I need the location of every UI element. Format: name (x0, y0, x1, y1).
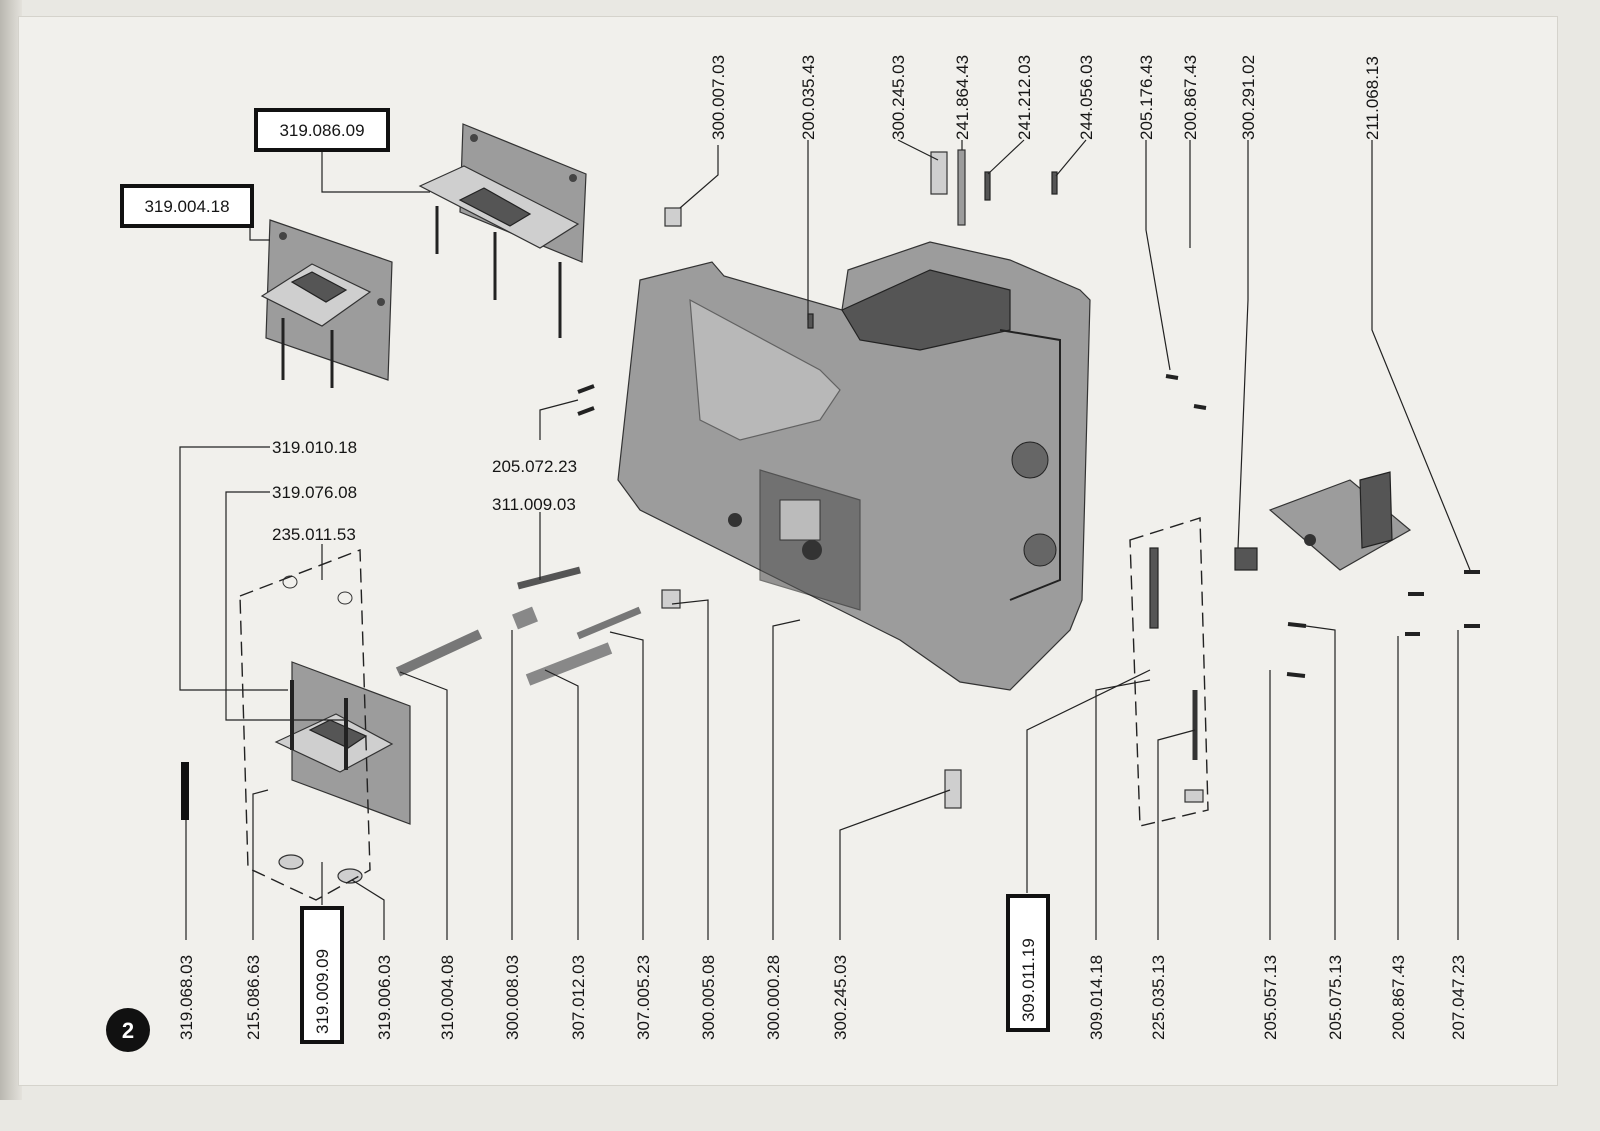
part-number: 211.068.13 (1363, 56, 1382, 140)
part-number: 319.086.09 (279, 121, 364, 140)
highlighted-part-number (1006, 894, 1050, 1032)
top-part-numbers: 300.007.03 200.035.43 300.245.03 241.864… (709, 55, 1382, 140)
part-number: 319.068.03 (177, 955, 196, 1040)
part-number: 307.012.03 (569, 955, 588, 1040)
assembly-outline-left (239, 548, 371, 901)
part-number: 300.000.28 (764, 955, 783, 1040)
part-number: 241.212.03 (1015, 55, 1034, 140)
part-number: 307.005.23 (634, 955, 653, 1040)
part-number: 200.867.43 (1181, 55, 1200, 140)
part-number: 205.072.23 (492, 457, 577, 476)
leader-lines (179, 139, 1471, 940)
part-number: 200.035.43 (799, 55, 818, 140)
part-number: 309.014.18 (1087, 955, 1106, 1040)
part-number: 244.056.03 (1077, 55, 1096, 140)
part-number: 319.009.09 (313, 949, 332, 1034)
part-number: 309.011.19 (1019, 938, 1038, 1022)
part-number: 319.006.03 (375, 955, 394, 1040)
part-number: 300.245.03 (889, 55, 908, 140)
part-number: 205.057.13 (1261, 955, 1280, 1040)
page-binding (0, 0, 22, 1100)
highlighted-part-number: 319.086.09 (254, 108, 390, 152)
part-number: 205.075.13 (1326, 955, 1345, 1040)
part-number: 225.035.13 (1149, 955, 1168, 1040)
highlighted-part-number (300, 906, 344, 1044)
part-number: 300.245.03 (831, 955, 850, 1040)
machine-housing (617, 241, 1091, 691)
part-number: 300.008.03 (503, 955, 522, 1040)
highlighted-part-number: 319.004.18 (120, 184, 254, 228)
part-number: 311.009.03 (492, 495, 576, 514)
needle-plate-small (260, 219, 393, 388)
part-number: 300.005.08 (699, 955, 718, 1040)
needle-plate-large (418, 123, 587, 338)
assembly-outline-right (1129, 517, 1209, 827)
side-part-numbers: 319.010.18 319.076.08 235.011.53 205.072… (272, 438, 577, 544)
part-number: 205.176.43 (1137, 55, 1156, 140)
part-number: 310.004.08 (438, 955, 457, 1040)
part-number: 300.007.03 (709, 55, 728, 140)
part-number: 319.004.18 (144, 197, 229, 216)
part-number: 241.864.43 (953, 55, 972, 140)
part-number: 215.086.63 (244, 955, 263, 1040)
bottom-part-numbers: 319.068.03 215.086.63 319.009.09 319.006… (177, 894, 1468, 1044)
page-number: 2 (122, 1018, 134, 1043)
page-number-badge: 2 (106, 1008, 150, 1052)
part-number: 200.867.43 (1389, 955, 1408, 1040)
part-number: 235.011.53 (272, 525, 356, 544)
part-number: 319.010.18 (272, 438, 357, 457)
feed-plate-assembly (274, 575, 411, 884)
small-parts (181, 149, 1480, 820)
part-number: 207.047.23 (1449, 955, 1468, 1040)
part-number: 300.291.02 (1239, 55, 1258, 140)
part-number: 319.076.08 (272, 483, 357, 502)
mounting-bracket (1268, 471, 1412, 571)
